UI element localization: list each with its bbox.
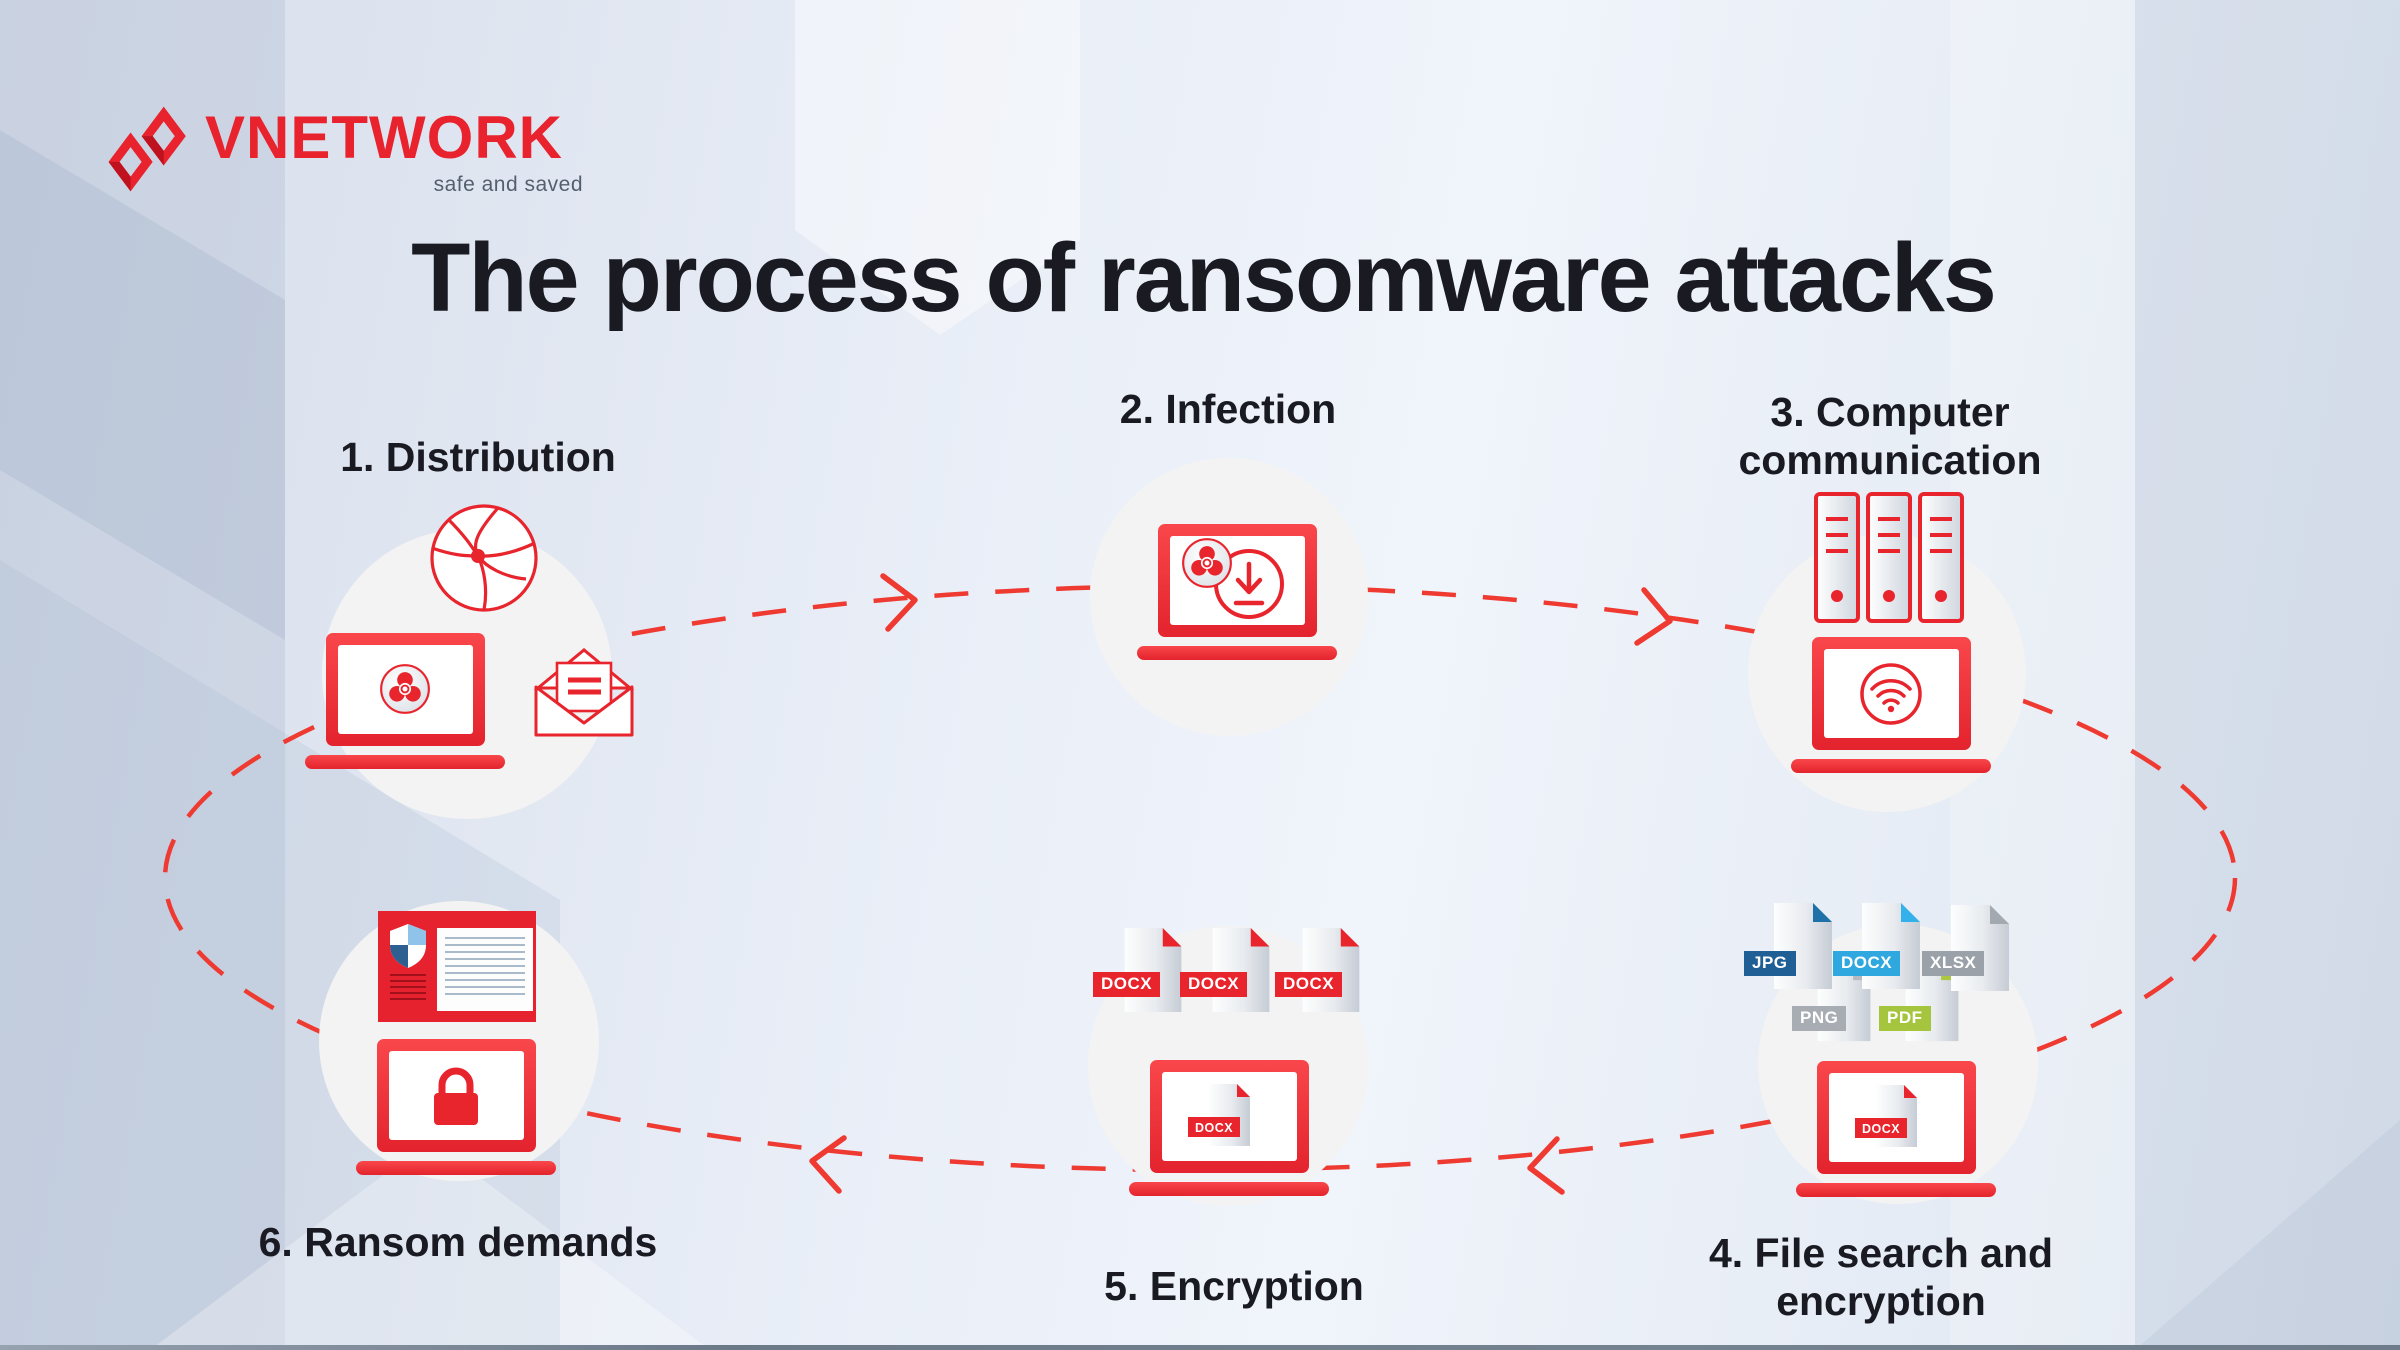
wifi-icon [1860, 663, 1922, 725]
step2-label: 2. Infection [1119, 386, 1337, 432]
laptop-docx-badge: DOCX [1862, 1122, 1900, 1136]
lock-icon [438, 1067, 474, 1093]
ransom-note-text-lines [390, 974, 426, 1001]
shield-icon [390, 924, 426, 968]
xlsx-file-icon [1951, 905, 2009, 991]
step6-label: 6. Ransom demands [258, 1219, 658, 1265]
jpg-file-icon [1774, 903, 1832, 989]
step1-label: 1. Distribution [340, 434, 616, 480]
docx-file-icon [1302, 927, 1360, 1013]
ransom-note-message-panel [437, 928, 533, 1011]
ransom-note [378, 911, 536, 1022]
bottom-edge-bar [0, 1345, 2400, 1350]
docx-badge: DOCX [1833, 951, 1901, 976]
pdf-badge: PDF [1879, 1006, 1931, 1031]
laptop-download-biohazard-icon [1137, 524, 1337, 660]
open-envelope-icon [528, 642, 640, 738]
laptop-wifi-icon [1791, 637, 1991, 773]
brand-tagline: safe and saved [433, 173, 583, 196]
step5-label: 5. Encryption [1104, 1263, 1364, 1309]
page-title: The process of ransomware attacks [411, 223, 1997, 332]
brand-name: VNETWORK [205, 104, 563, 171]
laptop-docx-badge: DOCX [1195, 1121, 1233, 1135]
xlsx-badge: XLSX [1922, 951, 1985, 976]
laptop-docx-icon: DOCX [1796, 1061, 1996, 1197]
docx-file-icon [1862, 903, 1920, 989]
arrowhead-step5-to-step6 [809, 1135, 847, 1194]
message-text-lines [445, 937, 525, 997]
laptop-biohazard-icon [305, 633, 505, 769]
laptop-docx-icon: DOCX [1129, 1060, 1329, 1196]
arrowhead-step1-to-step2 [880, 573, 918, 632]
docx-badge: DOCX [1275, 972, 1343, 997]
docx-file-icon [1212, 927, 1270, 1013]
arrowhead-step4-to-step5 [1527, 1136, 1565, 1195]
brand-logo: VNETWORK safe and saved [103, 103, 583, 200]
arrowhead-step2-to-step3 [1634, 587, 1673, 646]
globe-icon [430, 504, 538, 612]
docx-file-icon [1124, 927, 1182, 1013]
jpg-badge: JPG [1744, 951, 1796, 976]
docx-badge: DOCX [1093, 972, 1161, 997]
docx-badge: DOCX [1180, 972, 1248, 997]
png-badge: PNG [1792, 1006, 1847, 1031]
biohazard-icon [1182, 538, 1232, 588]
server-towers-icon [1814, 492, 1964, 623]
laptop-lock-icon [356, 1039, 556, 1175]
vnetwork-logo-icon [108, 106, 186, 192]
